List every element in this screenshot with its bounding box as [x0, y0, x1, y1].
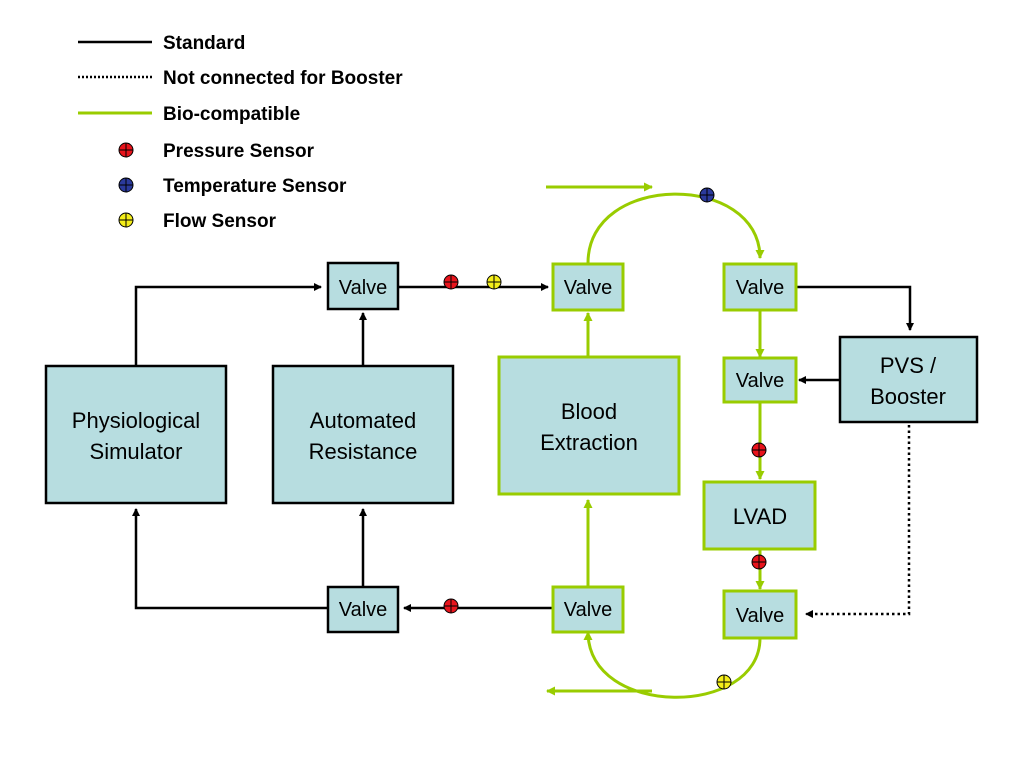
- legend-flow-label: Flow Sensor: [163, 211, 277, 232]
- valve-mid-right: Valve: [722, 356, 798, 404]
- connector-bottom-arc: [583, 631, 762, 699]
- valve-bottom-right: Valve: [722, 589, 798, 640]
- valve-top-right: Valve: [722, 262, 798, 312]
- svg-text:Valve: Valve: [736, 370, 785, 392]
- block-automated-line1: Automated: [310, 408, 416, 433]
- block-automated-line2: Resistance: [309, 439, 418, 464]
- temperature-sensor-icon: [699, 187, 715, 203]
- svg-text:Valve: Valve: [564, 277, 613, 299]
- block-blood-extraction: Blood Extraction: [497, 355, 681, 496]
- valve-top-left: Valve: [326, 261, 400, 311]
- connector-top-arc: [586, 192, 765, 264]
- connector-pvs-not-connected: [805, 425, 911, 618]
- connector-sim-to-valve-top: [134, 283, 322, 366]
- legend-pressure-label: Pressure Sensor: [163, 141, 315, 162]
- svg-text:Valve: Valve: [339, 599, 388, 621]
- block-physiological-simulator: Physiological Simulator: [44, 364, 228, 505]
- biocompatible-connections: [546, 182, 765, 699]
- standard-connections: [132, 283, 914, 618]
- block-pvs-line1: PVS /: [880, 353, 937, 378]
- svg-text:Valve: Valve: [339, 277, 388, 299]
- connector-valve-bottom-to-sim: [132, 508, 328, 610]
- svg-text:Valve: Valve: [736, 277, 785, 299]
- pressure-sensor-icon: [443, 274, 459, 290]
- block-physiological-line2: Simulator: [90, 439, 183, 464]
- block-lvad-label: LVAD: [733, 504, 787, 529]
- pressure-sensor-icon: [751, 442, 767, 458]
- temperature-sensor-icon: [118, 177, 134, 193]
- block-lvad: LVAD: [702, 480, 817, 551]
- legend: Standard Not connected for Booster Bio-c…: [78, 33, 403, 232]
- pressure-sensor-icon: [118, 142, 134, 158]
- valve-top-bio: Valve: [551, 262, 625, 312]
- block-pvs-booster: PVS / Booster: [838, 335, 979, 424]
- legend-temperature-label: Temperature Sensor: [163, 176, 347, 197]
- block-physiological-line1: Physiological: [72, 408, 200, 433]
- pressure-sensor-icon: [751, 554, 767, 570]
- pressure-sensor-icon: [443, 598, 459, 614]
- legend-not-connected-label: Not connected for Booster: [163, 68, 403, 89]
- connector-valve-to-pvs: [796, 285, 914, 331]
- block-blood-line1: Blood: [561, 399, 617, 424]
- svg-text:Valve: Valve: [736, 605, 785, 627]
- block-automated-resistance: Automated Resistance: [271, 364, 455, 505]
- flow-sensor-icon: [118, 212, 134, 228]
- svg-text:Valve: Valve: [564, 599, 613, 621]
- flow-sensor-icon: [486, 274, 502, 290]
- block-blood-line2: Extraction: [540, 430, 638, 455]
- valve-bottom-bio: Valve: [551, 585, 625, 634]
- flow-sensor-icon: [716, 674, 732, 690]
- valve-bottom-left: Valve: [326, 585, 400, 634]
- block-pvs-line2: Booster: [870, 384, 946, 409]
- legend-biocompatible-label: Bio-compatible: [163, 104, 300, 125]
- legend-standard-label: Standard: [163, 33, 245, 54]
